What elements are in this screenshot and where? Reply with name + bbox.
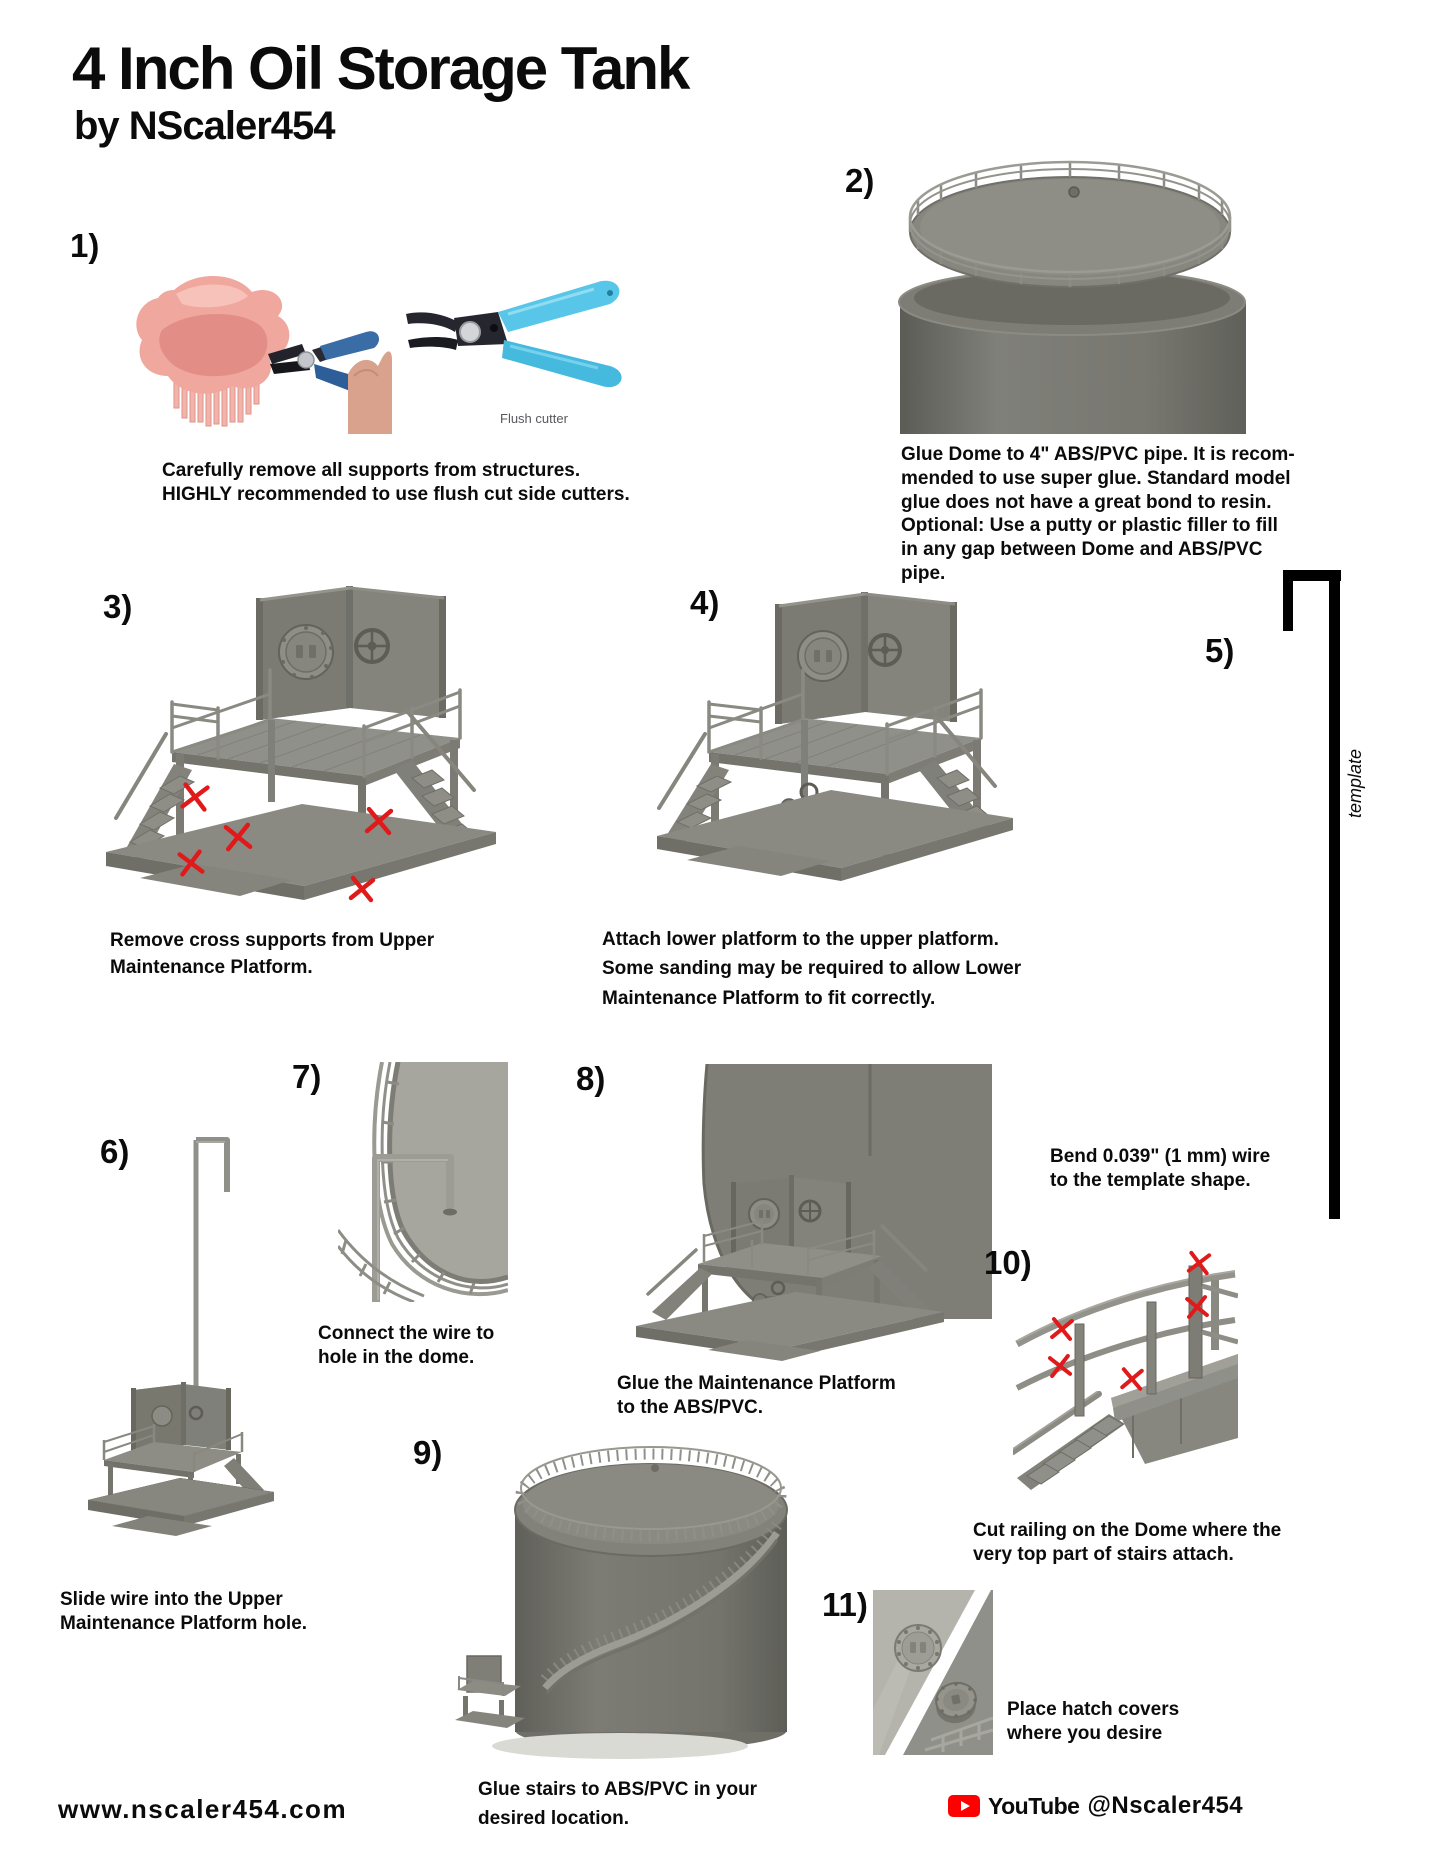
step-11-label: 11) bbox=[822, 1586, 868, 1623]
flush-cutter-label: Flush cutter bbox=[500, 411, 568, 426]
dome-railing bbox=[372, 1062, 508, 1297]
resin-part-cutting-photo bbox=[136, 275, 392, 434]
step-3-label: 3) bbox=[103, 588, 133, 625]
step-7-label: 7) bbox=[292, 1058, 322, 1095]
deck-railing bbox=[170, 668, 462, 778]
step-8-caption: Glue the Maintenance Platform to the ABS… bbox=[617, 1373, 896, 1418]
step-4-caption: Attach lower platform to the upper platf… bbox=[602, 929, 1022, 1009]
deck-band bbox=[1111, 1354, 1238, 1464]
website-url: www.nscaler454.com bbox=[58, 1794, 348, 1824]
mini-platform bbox=[88, 1382, 274, 1536]
platform-assembly-render bbox=[657, 592, 1013, 881]
pink-resin-part bbox=[136, 275, 290, 394]
side-cutter-in-photo bbox=[268, 331, 380, 395]
valve-wheel bbox=[868, 633, 902, 667]
left-stairs bbox=[657, 732, 733, 846]
step-3-caption: Remove cross supports from Upper Mainten… bbox=[110, 930, 435, 978]
step-6-caption: Slide wire into the Upper Maintenance Pl… bbox=[60, 1589, 308, 1634]
base-slabs bbox=[657, 790, 1013, 881]
stairs bbox=[1013, 1391, 1125, 1490]
railing-lines bbox=[924, 1716, 993, 1752]
youtube-handle: @Nscaler454 bbox=[1087, 1792, 1244, 1819]
step-1-caption: Carefully remove all supports from struc… bbox=[162, 460, 630, 505]
deck-railing bbox=[707, 668, 983, 776]
page-subtitle: by NScaler454 bbox=[74, 104, 336, 148]
dome-on-pipe-render bbox=[898, 160, 1246, 434]
ground-shadow bbox=[492, 1733, 748, 1759]
left-stairs bbox=[114, 732, 196, 860]
step-7-caption: Connect the wire to hole in the dome. bbox=[318, 1323, 495, 1368]
hand bbox=[348, 351, 392, 434]
tank-wall-upper bbox=[873, 1590, 975, 1755]
upper-platform-cross-supports-render bbox=[106, 586, 496, 903]
base-slabs bbox=[106, 804, 496, 900]
hatch-cover-front bbox=[894, 1624, 942, 1672]
step-5-label: 5) bbox=[1205, 632, 1235, 669]
dome-railing-cut-render bbox=[1013, 1250, 1238, 1490]
hatch bbox=[278, 624, 334, 680]
step-9-label: 9) bbox=[413, 1434, 443, 1471]
step-9-caption: Glue stairs to ABS/PVC in your desired l… bbox=[478, 1779, 758, 1829]
step-10-label: 10) bbox=[984, 1244, 1032, 1281]
wire-and-platform-render bbox=[88, 1137, 274, 1536]
step-11-caption: Place hatch covers where you desire bbox=[1007, 1699, 1180, 1744]
step-1-label: 1) bbox=[70, 227, 100, 264]
flush-cutter-photo bbox=[406, 280, 622, 388]
valve-wheel bbox=[354, 628, 390, 664]
wire-template-shape bbox=[1283, 570, 1341, 1219]
hatch-covers-render bbox=[873, 1590, 993, 1755]
tank-with-stairs-render bbox=[455, 1446, 788, 1759]
lower-railing bbox=[338, 1229, 425, 1302]
side-platform bbox=[455, 1655, 525, 1728]
railing bbox=[1015, 1265, 1238, 1417]
platform-on-tank-render bbox=[636, 1064, 992, 1361]
youtube-row: YouTube @Nscaler454 bbox=[948, 1792, 1243, 1820]
step-2-caption: Glue Dome to 4" ABS/PVC pipe. It is reco… bbox=[901, 444, 1295, 584]
step-10-caption: Cut railing on the Dome where the very t… bbox=[973, 1520, 1282, 1565]
page-title: 4 Inch Oil Storage Tank bbox=[72, 35, 690, 102]
hatch bbox=[797, 630, 849, 682]
spiral-stairs bbox=[540, 1521, 782, 1694]
abs-pipe bbox=[898, 268, 1246, 434]
red-x-marks bbox=[177, 782, 394, 903]
bent-wire bbox=[193, 1137, 230, 1390]
hatch-cover-angled bbox=[935, 1681, 977, 1724]
connected-wire bbox=[372, 1154, 457, 1302]
step-6-label: 6) bbox=[100, 1133, 130, 1170]
back-wall bbox=[256, 586, 446, 720]
tank-dome bbox=[514, 1446, 788, 1557]
step-5-caption: Bend 0.039" (1 mm) wire to the template … bbox=[1050, 1146, 1271, 1191]
tank-dome bbox=[908, 160, 1232, 288]
step-4-label: 4) bbox=[690, 584, 720, 621]
youtube-icon bbox=[948, 1795, 980, 1817]
red-x-marks bbox=[1047, 1250, 1212, 1391]
template-label: template bbox=[1345, 748, 1365, 818]
step-8-label: 8) bbox=[576, 1060, 606, 1097]
step-2-label: 2) bbox=[845, 162, 875, 199]
wire-in-dome-render bbox=[338, 1062, 508, 1302]
platform bbox=[636, 1175, 944, 1361]
dome-rim bbox=[387, 1062, 508, 1284]
youtube-brand: YouTube bbox=[988, 1792, 1080, 1819]
